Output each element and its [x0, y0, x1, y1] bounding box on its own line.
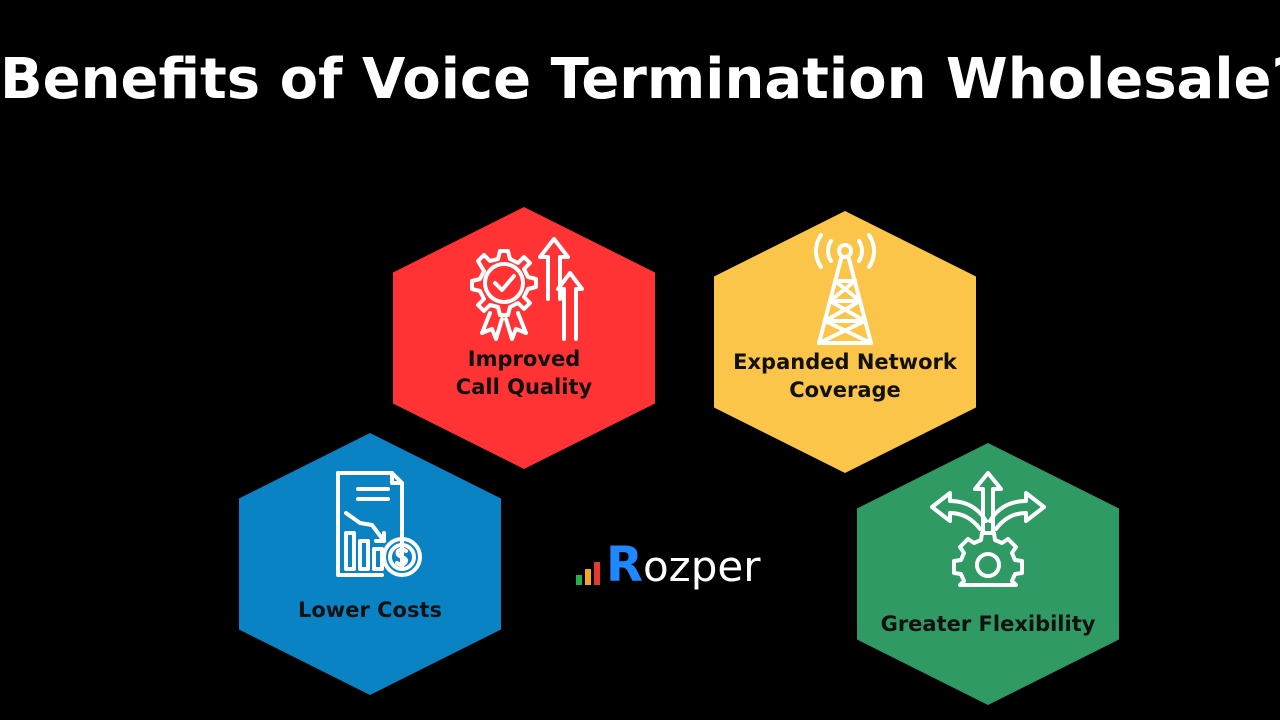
benefit-greater-flexibility: Greater Flexibility [857, 443, 1119, 705]
signal-tower-icon [813, 233, 877, 345]
hexagon-red [393, 207, 655, 469]
benefit-label: Improved Call Quality [455, 347, 593, 399]
benefit-label: Expanded Network Coverage [733, 350, 957, 402]
page-title: Benefits of Voice Termination Wholesale? [0, 47, 1280, 112]
gear-branching-arrows-icon [930, 471, 1046, 587]
rozper-logo: Rozper [576, 538, 776, 600]
benefit-label: Lower Costs [298, 598, 442, 622]
logo-first-letter: R [606, 537, 643, 593]
benefit-improved-call-quality: Improved Call Quality [393, 207, 655, 469]
logo-wordmark: Rozper [606, 540, 760, 592]
logo-bars-icon [576, 562, 600, 585]
benefit-lower-costs: Lower Costs [239, 433, 501, 695]
benefit-expanded-network-coverage: Expanded Network Coverage [714, 211, 976, 473]
logo-rest: ozper [642, 542, 761, 591]
document-chart-dollar-icon [336, 471, 422, 577]
gear-check-arrows-icon [470, 237, 584, 341]
benefit-label: Greater Flexibility [880, 612, 1096, 636]
